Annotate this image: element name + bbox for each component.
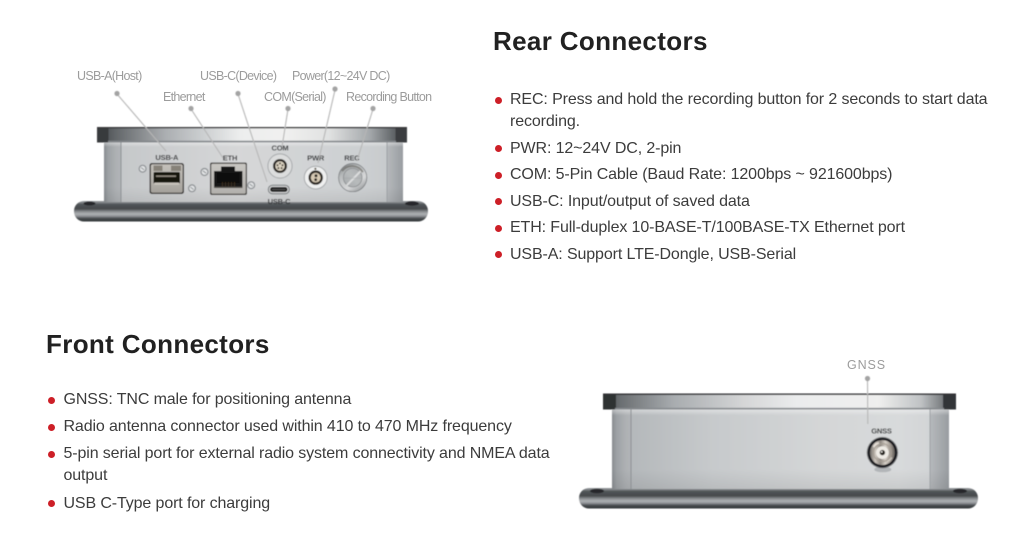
svg-text:REC: REC [344,153,360,162]
svg-text:COM: COM [272,144,289,153]
svg-text:GNSS: GNSS [871,427,892,436]
svg-text:USB-C: USB-C [268,197,292,206]
svg-text:PWR: PWR [307,153,325,162]
svg-text:USB-A: USB-A [155,153,179,162]
svg-text:ETH: ETH [223,154,237,163]
